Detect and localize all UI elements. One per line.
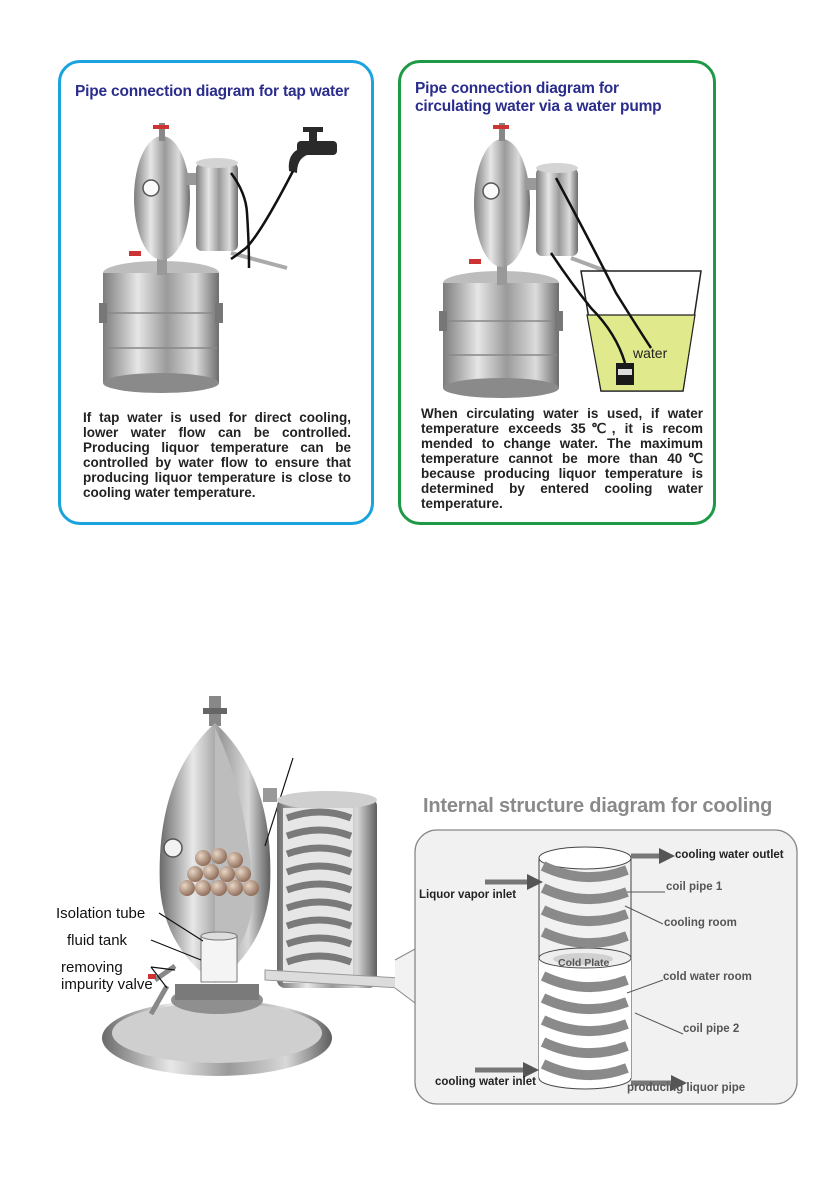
tap-water-description: If tap water is used for direct cooling,… [83,410,351,500]
internal-structure-section: Internal structure diagram for cooling I… [55,688,800,1110]
removing-impurity-valve-label: removing impurity valve [61,959,157,993]
distill-column [129,123,190,275]
structure-title: Internal structure diagram for cooling [423,795,772,818]
still-pot [439,271,563,398]
coil-pipe-1-label: coil pipe 1 [666,881,722,893]
water-pump-card: Pipe connection diagram for circulating … [398,60,716,525]
tap-water-illustration [61,63,371,393]
coil-pipe-2-label: coil pipe 2 [683,1023,739,1035]
cold-water-room-label: cold water room [663,971,752,983]
distill-column [469,123,530,285]
liquor-vapor-inlet-label: Liquor vapor inlet [419,889,516,901]
water-pump-description: When circulating water is used, if water… [421,406,703,511]
condenser [186,158,287,268]
tap-faucet [289,127,337,173]
fluid-tank-label: fluid tank [67,932,127,949]
cold-plate-label: Cold Plate [558,957,609,969]
still-base-plate [102,984,332,1076]
distill-column-cutaway [148,696,270,1014]
isolation-tube-label: Isolation tube [56,905,145,922]
condenser-cutaway [263,788,400,988]
still-pot [99,261,223,393]
cooling-room-label: cooling room [664,917,737,929]
water-label: water [633,345,667,361]
producing-liquor-pipe-label: producing liquor pipe [627,1082,745,1094]
tap-water-card: Pipe connection diagram for tap water [58,60,374,525]
cooling-water-outlet-label: cooling water outlet [675,849,784,861]
cooling-water-inlet-label: cooling water inlet [435,1076,536,1088]
